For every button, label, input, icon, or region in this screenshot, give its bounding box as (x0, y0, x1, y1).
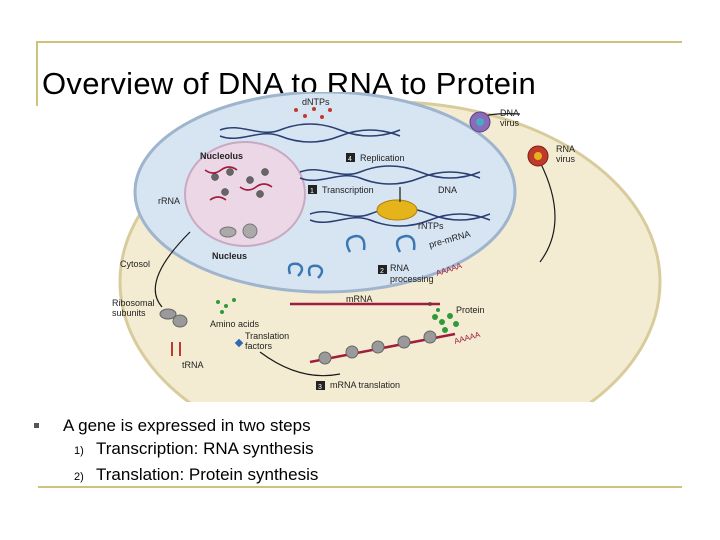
label-trna: tRNA (182, 360, 204, 370)
label-replication: Replication (360, 153, 405, 163)
label-factors: factors (245, 341, 273, 351)
label-dnavirus2: virus (500, 118, 520, 128)
label-dnavirus1: DNA (500, 108, 519, 118)
label-step4: 4 (348, 156, 352, 163)
dntp-dots (294, 107, 332, 119)
label-dntps: dNTPs (302, 97, 330, 107)
step-text: Transcription: RNA synthesis (96, 439, 314, 458)
label-rna: RNA (390, 263, 409, 273)
step-item: 2) Translation: Protein synthesis (74, 463, 674, 489)
bullet-square-icon (34, 423, 39, 428)
rna-polymerase (376, 199, 418, 221)
nucleolus-particles (211, 168, 269, 198)
frame-bottom-line (38, 486, 682, 488)
label-transcription: Transcription (322, 185, 374, 195)
label-subunits: subunits (112, 308, 146, 318)
label-step1: 1 (310, 188, 314, 195)
protein-blob (432, 313, 459, 333)
label-processing: processing (390, 274, 434, 284)
label-mrnatranslation: mRNA translation (330, 380, 400, 390)
label-protein: Protein (456, 305, 485, 315)
translating-ribosomes (318, 330, 437, 365)
dna-virus-icon (469, 111, 491, 133)
label-aminoacids: Amino acids (210, 319, 260, 329)
trna-shape (171, 342, 181, 356)
bullet-list: A gene is expressed in two steps 1) Tran… (34, 414, 674, 489)
label-nucleolus: Nucleolus (200, 151, 243, 161)
label-step2: 2 (380, 268, 384, 275)
label-nucleus: Nucleus (212, 251, 247, 261)
bullet-text: A gene is expressed in two steps (63, 416, 311, 435)
frame-top-line (38, 41, 682, 43)
step-item: 1) Transcription: RNA synthesis (74, 437, 674, 463)
step-number: 1) (74, 445, 84, 457)
ribosome-subunits (159, 308, 188, 328)
label-rntps: rNTPs (418, 221, 444, 231)
label-dna: DNA (438, 185, 457, 195)
label-translation: Translation (245, 331, 289, 341)
label-ribosomal: Ribosomal (112, 298, 155, 308)
bullet-item: A gene is expressed in two steps (34, 414, 674, 437)
label-rnavirus2: virus (556, 154, 576, 164)
label-rnavirus1: RNA (556, 144, 575, 154)
frame-left-line (36, 41, 38, 106)
mrna-curls (287, 234, 416, 279)
label-mrna: mRNA (346, 294, 373, 304)
nucleolus-shape (184, 141, 306, 247)
step-text: Translation: Protein synthesis (96, 465, 319, 484)
label-rrna: rRNA (158, 196, 180, 206)
cell-diagram: dNTPs Nucleolus 4 Replication 1 Transcri… (112, 92, 662, 402)
step-number: 2) (74, 471, 84, 483)
rna-virus-icon (527, 145, 549, 167)
label-step3: 3 (318, 384, 322, 391)
label-cytosol: Cytosol (120, 259, 150, 269)
